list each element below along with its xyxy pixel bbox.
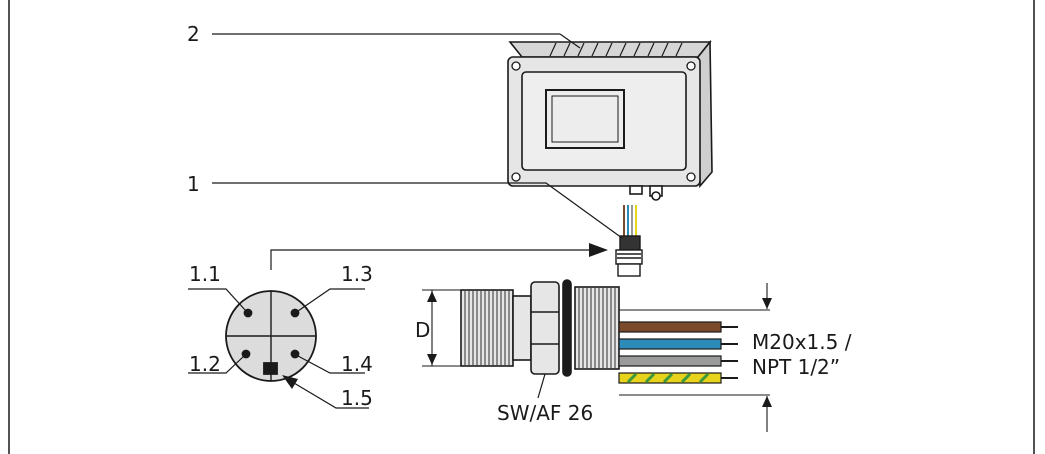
label-pin-1-5: 1.5 — [341, 386, 373, 410]
label-thread-line2: NPT 1/2” — [752, 355, 840, 379]
display-window — [545, 89, 625, 149]
field-housing — [507, 39, 713, 201]
label-pin-1-2: 1.2 — [189, 352, 221, 376]
label-diameter: D — [415, 318, 430, 342]
leader-1 — [212, 182, 623, 239]
pin-1-3 — [290, 308, 300, 318]
leader-wrench-size — [537, 373, 546, 399]
arrow-head — [589, 243, 608, 257]
label-pin-1-3: 1.3 — [341, 262, 373, 286]
label-thread-line1: M20x1.5 / — [752, 330, 852, 354]
o-ring — [562, 279, 572, 377]
pin-1-2 — [241, 349, 251, 359]
pin-face — [225, 290, 317, 382]
wires — [618, 321, 738, 384]
pin-1-4 — [290, 349, 300, 359]
label-connector: 1 — [187, 172, 200, 196]
pin-1-5-arrowhead — [282, 375, 298, 389]
label-pin-1-1: 1.1 — [189, 262, 221, 286]
corner-screws — [511, 61, 696, 182]
label-wrench-size: SW/AF 26 — [497, 401, 593, 425]
wire-grey — [618, 355, 722, 367]
label-pin-1-4: 1.4 — [341, 352, 373, 376]
pin-1-1 — [243, 308, 253, 318]
callout-arrow — [270, 249, 590, 270]
pin-1-5-key — [263, 362, 278, 375]
mounted-connector — [615, 205, 643, 277]
label-housing: 2 — [187, 22, 200, 46]
cooling-fins — [549, 42, 683, 57]
wire-blue — [618, 338, 722, 350]
connector-side-view — [422, 279, 620, 377]
wire-brown — [618, 321, 722, 333]
